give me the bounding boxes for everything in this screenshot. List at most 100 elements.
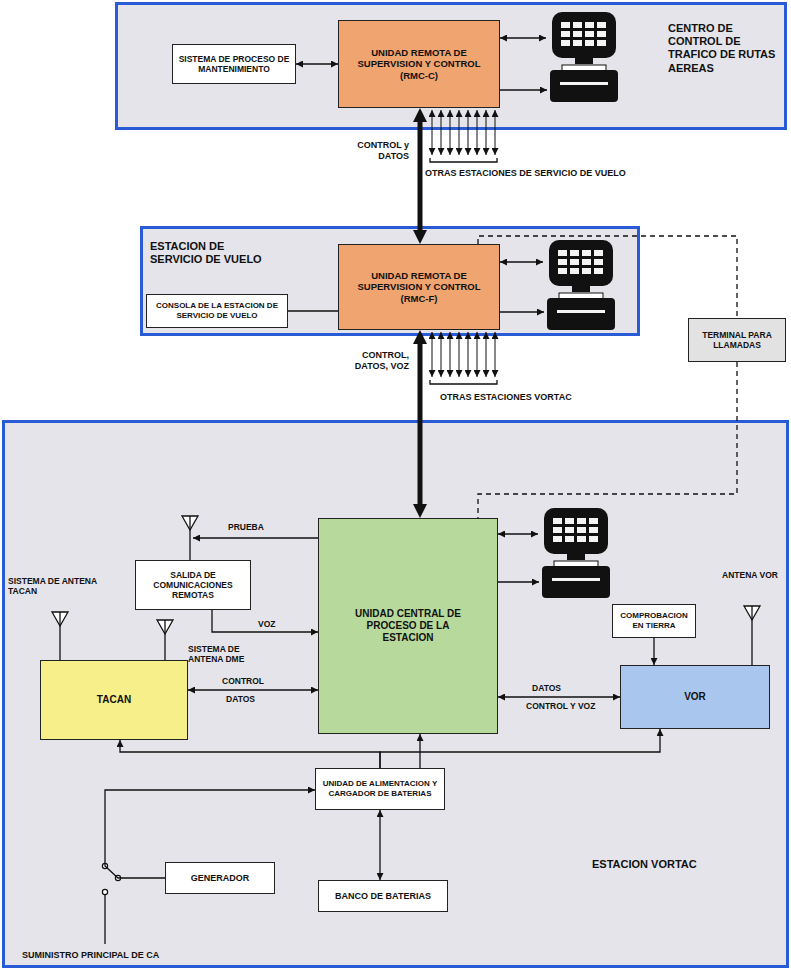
unit-box: UNIDAD REMOTA DE SUPERVISION Y CONTROL (… [338, 20, 500, 108]
station-link [477, 332, 478, 377]
connector [478, 236, 737, 318]
label-slot: CONTROL [222, 676, 264, 686]
terminal-link [498, 581, 539, 582]
label-slot: DATOS [532, 683, 561, 693]
signal-label: CONTROL Y VOZ [526, 701, 598, 711]
label-slot: SUMINISTRO PRINCIPAL DE CA [22, 950, 159, 961]
signal-label: SISTEMA DE ANTENA DME [188, 644, 258, 664]
box-label: TACAN [97, 694, 131, 706]
station-link [468, 332, 469, 377]
station-link [486, 110, 487, 155]
unit-box: TACAN [40, 660, 188, 740]
unit-box: COMPROBACION EN TIERRA [612, 604, 696, 638]
label-slot: CONTROL, DATOS, VOZ [333, 350, 409, 372]
unit-box: GENERADOR [165, 862, 275, 894]
label-slot: DATOS [226, 694, 255, 704]
box-label: SALIDA DE COMUNICACIONES REMOTAS [141, 570, 245, 601]
terminal-link [500, 311, 544, 312]
band-title-holder: CENTRO DE CONTROL DE TRAFICO DE RUTAS AE… [668, 22, 780, 75]
antenna-symbol [52, 612, 68, 660]
label-slot: SISTEMA DE ANTENA TACAN [8, 576, 98, 596]
station-link [441, 332, 442, 377]
unit-box: CONSOLA DE LA ESTACION DE SERVICIO DE VU… [146, 294, 288, 328]
box-label: UNIDAD CENTRAL DE PROCESO DE LA ESTACION [353, 608, 463, 644]
bracket [430, 158, 497, 162]
box-label: UNIDAD REMOTA DE SUPERVISION Y CONTROL (… [355, 270, 483, 304]
connector [653, 638, 654, 665]
signal-label: SISTEMA DE ANTENA TACAN [8, 576, 98, 596]
connector [212, 610, 318, 632]
connector [288, 310, 338, 311]
unit-box: BANCO DE BATERIAS [318, 880, 448, 912]
connector [419, 734, 420, 768]
station-link [459, 110, 460, 155]
antenna-symbol [744, 606, 760, 665]
station-link [459, 332, 460, 377]
terminal-link [500, 89, 547, 90]
signal-label: PRUEBA [228, 522, 264, 532]
station-link [432, 332, 433, 377]
connector [379, 810, 380, 880]
label-slot: OTRAS ESTACIONES VORTAC [440, 392, 572, 403]
box-label: GENERADOR [191, 873, 250, 884]
unit-box: UNIDAD DE ALIMENTACION Y CARGADOR DE BAT… [315, 768, 445, 810]
signal-label: OTRAS ESTACIONES DE SERVICIO DE VUELO [425, 168, 626, 179]
signal-label: ANTENA VOR [722, 570, 782, 580]
connector [188, 689, 318, 690]
band-title-holder: ESTACION DE SERVICIO DE VUELO [150, 240, 275, 266]
signal-label: OTRAS ESTACIONES VORTAC [440, 392, 572, 403]
computer-terminal [542, 508, 610, 598]
data-link [418, 116, 423, 236]
box-label: TERMINAL PARA LLAMADAS [693, 330, 781, 350]
station-link [441, 110, 442, 155]
unit-box: UNIDAD CENTRAL DE PROCESO DE LA ESTACION [318, 518, 498, 734]
unit-box: SALIDA DE COMUNICACIONES REMOTAS [135, 560, 251, 610]
connector [120, 740, 380, 768]
signal-label: SUMINISTRO PRINCIPAL DE CA [22, 950, 159, 961]
station-link [495, 110, 496, 155]
box-label: SISTEMA DE PROCESO DE MANTENIMIENTO [178, 54, 290, 74]
station-link [450, 110, 451, 155]
station-band: CENTRO DE CONTROL DE TRAFICO DE RUTAS AE… [115, 2, 787, 130]
signal-label: CONTROL [222, 676, 264, 686]
box-label: VOR [684, 691, 706, 703]
signal-label: DATOS [532, 683, 561, 693]
band-title-holder: ESTACION VORTAC [592, 858, 712, 871]
station-title: ESTACION DE SERVICIO DE VUELO [150, 240, 275, 266]
bracket [430, 380, 497, 384]
terminal-link [498, 533, 538, 534]
computer-terminal [547, 240, 615, 330]
connector [498, 696, 620, 697]
box-label: CONSOLA DE LA ESTACION DE SERVICIO DE VU… [151, 301, 283, 320]
station-link [432, 110, 433, 155]
label-slot: CONTROL y DATOS [343, 140, 409, 162]
station-band: ESTACION VORTAC SALIDA DE COMUNICACIONES … [2, 420, 789, 968]
connector [380, 729, 660, 768]
box-label: UNIDAD DE ALIMENTACION Y CARGADOR DE BAT… [321, 779, 439, 798]
terminal-link [500, 37, 546, 38]
unit-box: UNIDAD REMOTA DE SUPERVISION Y CONTROL (… [338, 244, 500, 330]
station-link [468, 110, 469, 155]
connector [296, 63, 338, 64]
terminal-link [500, 261, 543, 262]
test-signal [193, 537, 318, 538]
computer-terminal [550, 12, 618, 102]
station-link [495, 332, 496, 377]
label-slot: ANTENA VOR [722, 570, 782, 580]
label-slot: CONTROL Y VOZ [526, 701, 598, 711]
box-label: UNIDAD REMOTA DE SUPERVISION Y CONTROL (… [355, 47, 483, 81]
station-link [486, 332, 487, 377]
connector [105, 790, 315, 878]
box-label: BANCO DE BATERIAS [335, 891, 431, 902]
station-link [450, 332, 451, 377]
unit-box: SISTEMA DE PROCESO DE MANTENIMIENTO [172, 44, 296, 84]
label-slot: OTRAS ESTACIONES DE SERVICIO DE VUELO [425, 168, 626, 179]
mains-wire [104, 895, 105, 944]
unit-box: TERMINAL PARA LLAMADAS [688, 318, 786, 362]
label-slot: SISTEMA DE ANTENA DME [188, 644, 258, 664]
signal-label: VOZ [258, 619, 275, 629]
station-title: ESTACION VORTAC [592, 858, 712, 871]
signal-label: CONTROL y DATOS [343, 140, 409, 162]
signal-label: DATOS [226, 694, 255, 704]
label-slot: PRUEBA [228, 522, 264, 532]
